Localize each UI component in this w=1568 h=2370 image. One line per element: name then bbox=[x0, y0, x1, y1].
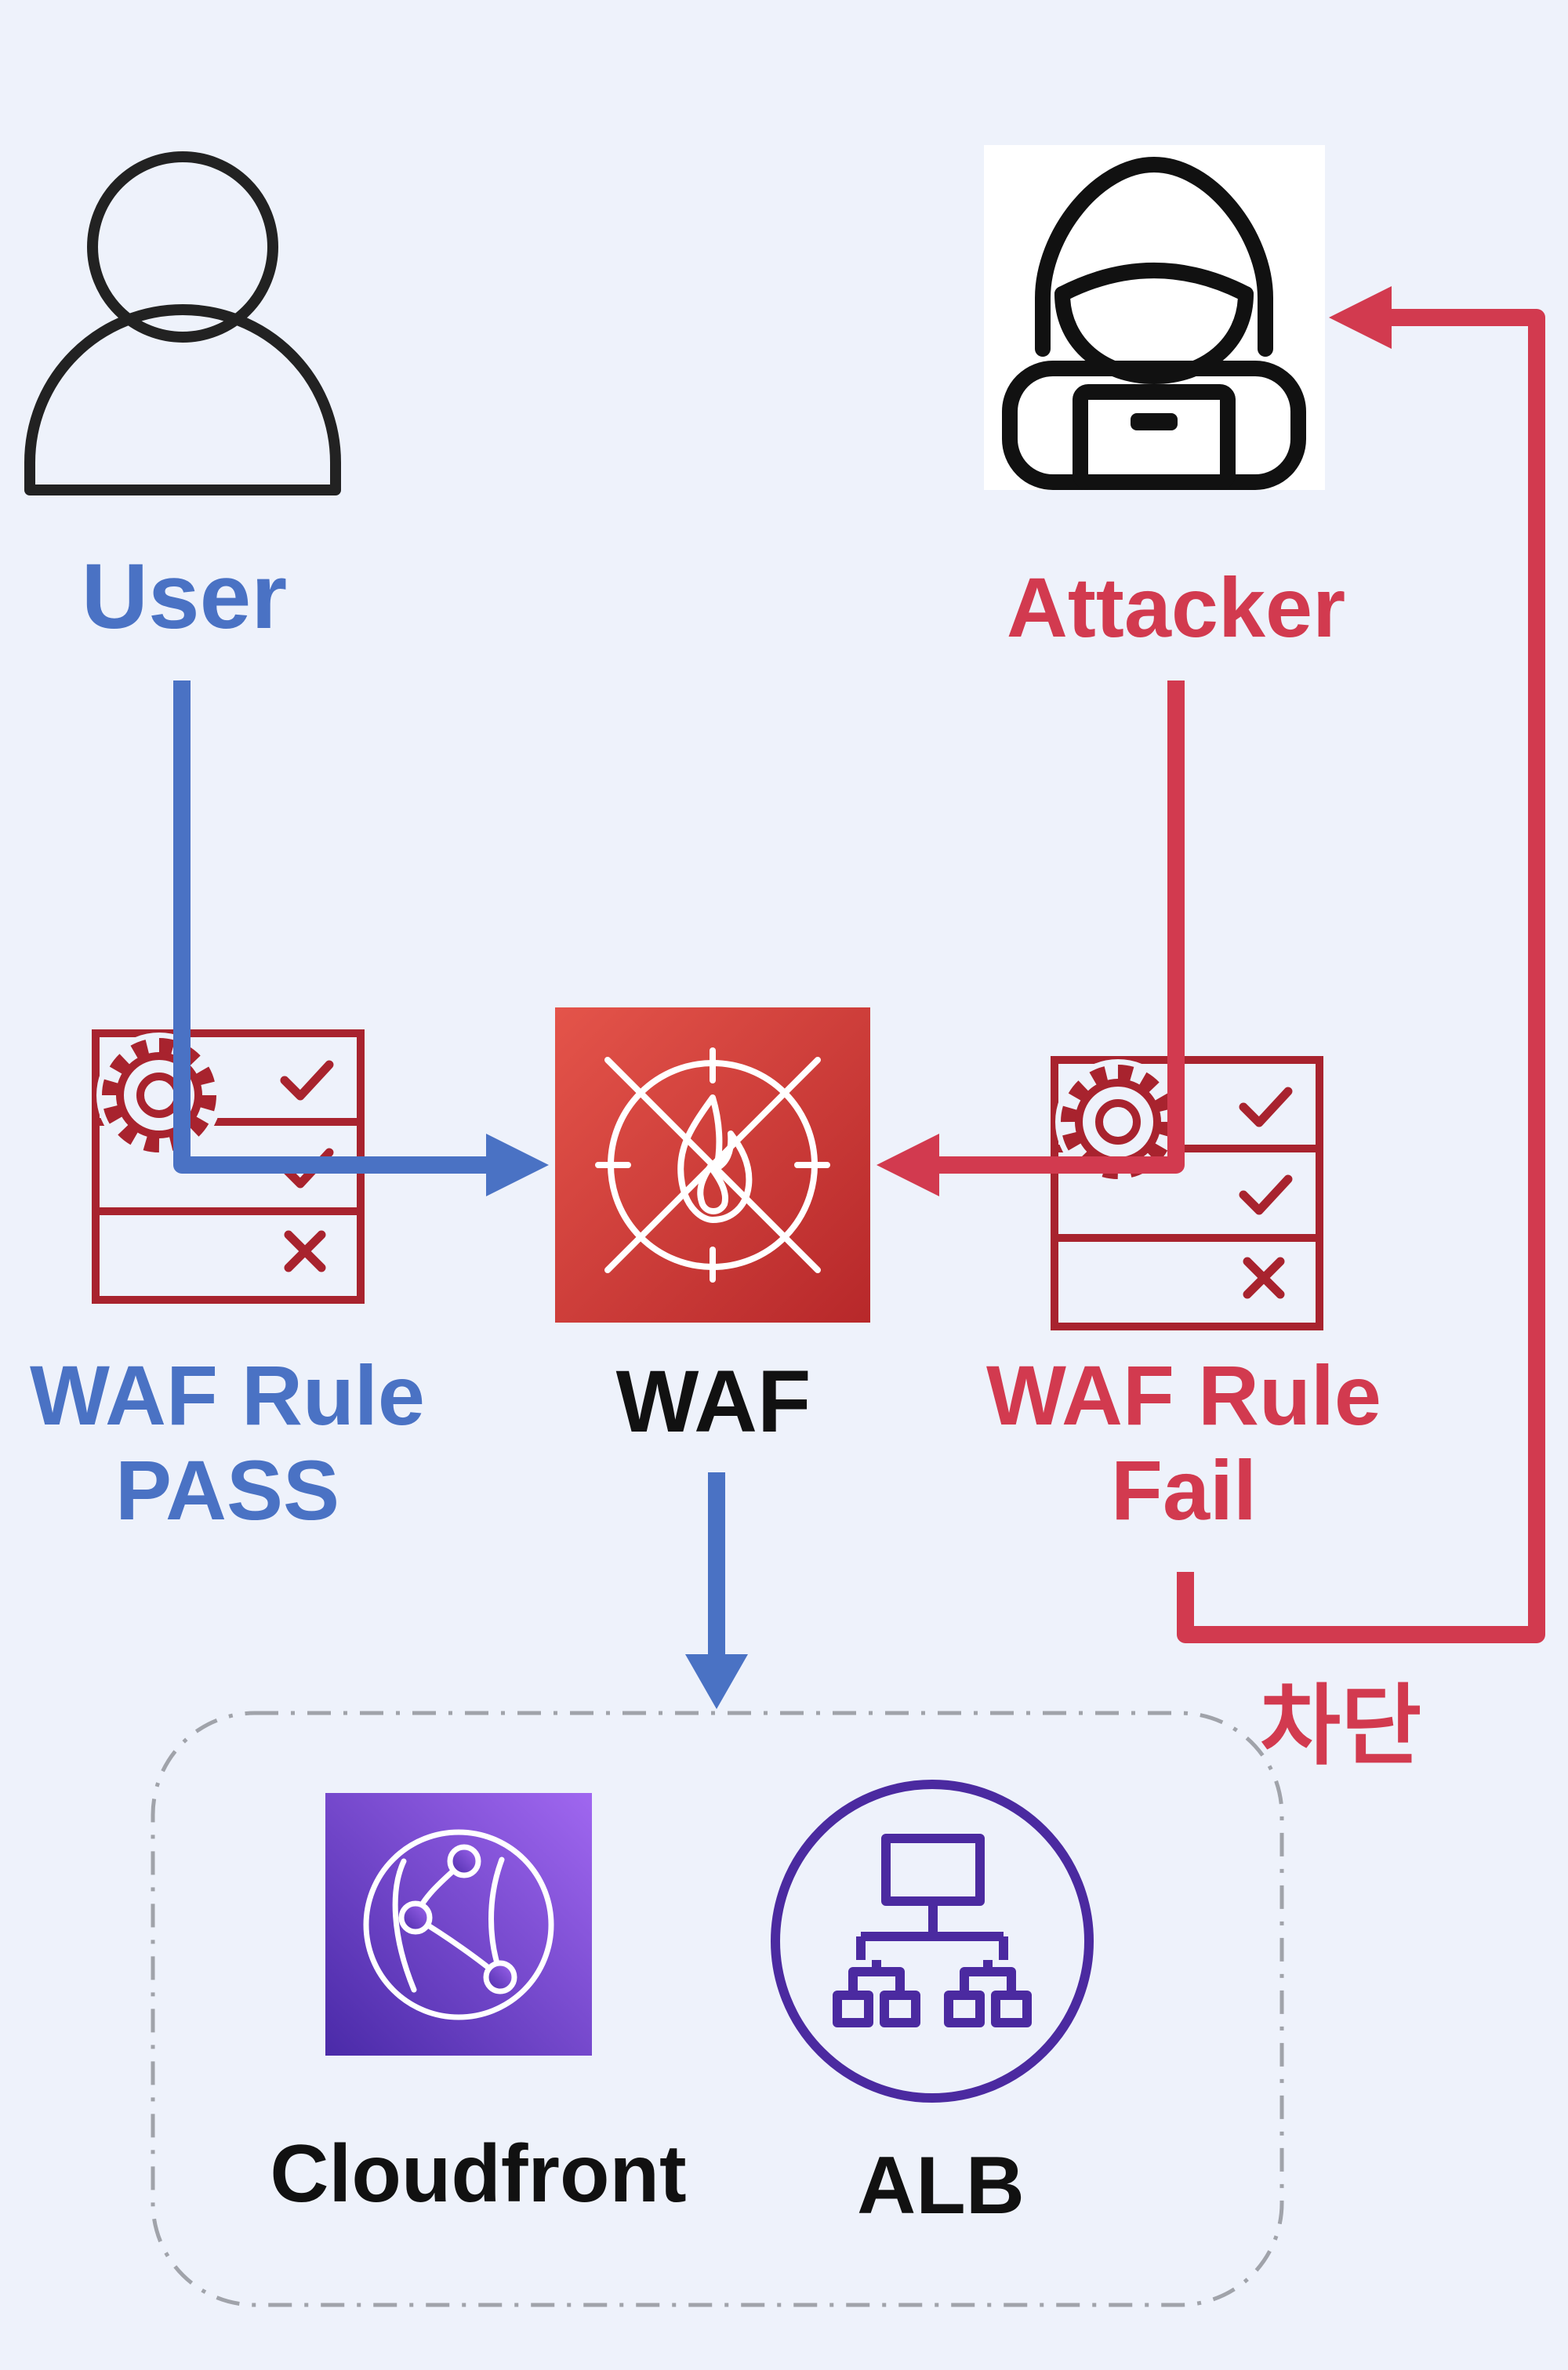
pass-flow bbox=[173, 681, 748, 1709]
user-icon bbox=[24, 151, 341, 495]
waf-rule-fail-label: WAF Rule Fail bbox=[964, 1348, 1403, 1538]
waf-rule-fail-label-line2: Fail bbox=[1110, 1442, 1258, 1537]
gear-icon bbox=[1055, 1059, 1181, 1185]
waf-rule-pass-label: WAF Rule PASS bbox=[8, 1348, 447, 1538]
pass-flow-arrowhead bbox=[486, 1134, 549, 1196]
waf-rule-pass-label-line1: WAF Rule bbox=[30, 1348, 425, 1443]
block-return-arrowhead bbox=[1329, 286, 1392, 349]
gear-icon bbox=[96, 1033, 222, 1158]
user-label: User bbox=[81, 545, 288, 648]
fail-flow-arrow bbox=[925, 681, 1185, 1174]
alb-icon bbox=[771, 1780, 1094, 2103]
cloudfront-label: Cloudfront bbox=[270, 2129, 687, 2219]
attacker-label: Attacker bbox=[1006, 560, 1346, 655]
cloudfront-icon bbox=[325, 1793, 592, 2056]
block-return-arrow bbox=[1177, 309, 1545, 1643]
pass-flow-arrow bbox=[173, 681, 495, 1174]
block-label: 차단 bbox=[1259, 1675, 1422, 1777]
waf-rule-fail-label-line1: WAF Rule bbox=[986, 1348, 1381, 1443]
waf-rule-pass-label-line2: PASS bbox=[114, 1442, 340, 1537]
fail-flow bbox=[877, 286, 1545, 1643]
hacker-icon bbox=[984, 145, 1325, 490]
waf-rule-fail-icon bbox=[1051, 1056, 1323, 1330]
waf-icon bbox=[555, 1007, 870, 1323]
waf-label: WAF bbox=[615, 1352, 811, 1450]
fail-flow-arrowhead bbox=[877, 1134, 939, 1196]
waf-to-origin-arrowhead bbox=[685, 1654, 748, 1709]
origin-group-boundary bbox=[151, 1711, 1284, 2307]
alb-label: ALB bbox=[857, 2140, 1025, 2231]
